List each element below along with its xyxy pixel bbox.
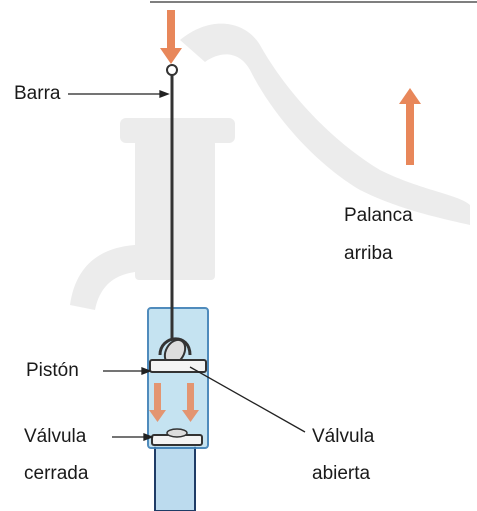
label-valvula-cerrada-line1: Válvula — [24, 426, 87, 447]
pipe — [154, 439, 196, 511]
pump-top-ghost — [120, 118, 235, 143]
pump-ghost-silhouette — [70, 23, 470, 310]
label-palanca-line2: arriba — [344, 243, 393, 264]
label-palanca-line1: Palanca — [344, 205, 413, 226]
label-barra: Barra — [14, 83, 61, 104]
water-arrow-down-icon — [149, 383, 166, 422]
arrow-down-icon — [160, 10, 182, 64]
water-arrow-down-icon — [182, 383, 199, 422]
piston-ring — [149, 359, 207, 373]
piston — [149, 337, 207, 373]
cylinder — [147, 307, 209, 449]
label-valvula-cerrada-line2: cerrada — [24, 463, 89, 484]
valvula-abierta-leader — [189, 366, 306, 433]
arrow-up-icon — [399, 88, 421, 165]
pump-spout-ghost — [70, 245, 135, 310]
closed-valve — [151, 428, 203, 446]
label-piston: Pistón — [26, 360, 79, 381]
rod-top-knob — [166, 64, 178, 76]
pump-column-ghost — [135, 140, 215, 280]
label-valvula-abierta-line1: Válvula — [312, 426, 375, 447]
pump-handle-ghost — [180, 23, 470, 225]
label-valvula-abierta-line2: abierta — [312, 463, 371, 484]
